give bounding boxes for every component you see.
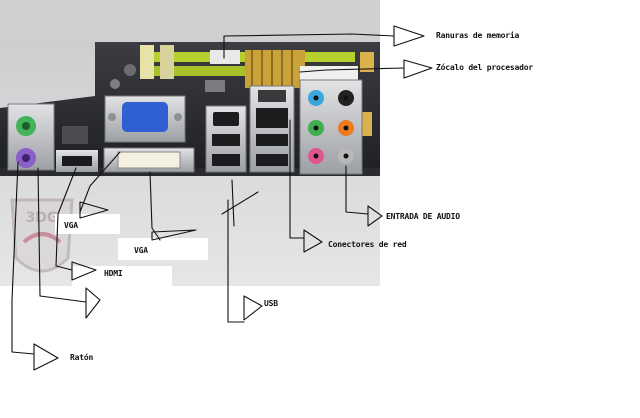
label-mouse: Ratón: [70, 353, 94, 362]
firewire-port: [213, 112, 239, 126]
usb-scribble: [221, 179, 259, 227]
arrowhead-vga-2: [151, 229, 197, 241]
vga-port: [104, 95, 186, 143]
board-components: [62, 52, 374, 144]
dvi-socket: [117, 151, 181, 169]
label-vga-1: VGA: [64, 221, 78, 230]
label-vga-2: VGA: [134, 246, 148, 255]
label-cpu-socket: Zócalo del procesador: [436, 63, 533, 72]
label-hdmi: HDMI: [104, 269, 123, 278]
vga-socket: [122, 102, 168, 132]
usb-port: [212, 134, 240, 146]
usb-port: [212, 154, 240, 166]
cpu-heatsink: [245, 50, 358, 88]
leader-cpu: [299, 67, 405, 73]
leader-ps2-extra: [37, 167, 87, 303]
cover-box: [55, 214, 120, 234]
usb-ports: [205, 105, 247, 173]
hdmi-port: [56, 150, 98, 172]
label-usb: USB: [264, 299, 278, 308]
annotation-strokes: [11, 25, 433, 371]
arrowhead-hdmi: [71, 261, 97, 281]
arrowhead-ps2-extra: [85, 287, 101, 319]
heatsink-body: [245, 50, 305, 88]
arrowhead-network: [303, 229, 323, 253]
memory-slot-latch: [140, 45, 154, 79]
arrowhead-usb: [243, 295, 263, 321]
hdmi-socket: [62, 156, 92, 166]
audio-ports: [299, 79, 363, 175]
board-chip: [210, 50, 240, 64]
cover-box: [72, 266, 172, 286]
usb-port: [256, 154, 288, 166]
arrowhead-vga-1: [79, 201, 109, 219]
label-network: Conectores de red: [328, 240, 407, 249]
cover-box: [118, 238, 208, 260]
leader-hdmi: [55, 167, 77, 271]
leader-usb: [227, 199, 245, 323]
watermark-text: 3DG: [26, 210, 59, 226]
label-memory-slots: Ranuras de memoria: [436, 31, 520, 40]
arrowhead-memory: [393, 25, 425, 47]
lan-port: [256, 108, 288, 128]
leader-memory: [223, 33, 395, 59]
ps2-ports: [7, 103, 55, 171]
leader-audio: [345, 165, 369, 215]
leader-mouse: [11, 161, 35, 355]
network-ports: [249, 85, 295, 173]
label-audio-in: ENTRADA DE AUDIO: [386, 212, 460, 221]
arrowhead-audio: [367, 205, 383, 227]
arrowhead-mouse: [33, 343, 59, 371]
photo-top-strip: [0, 0, 380, 42]
dvi-port: [103, 147, 195, 173]
arrowhead-cpu: [403, 59, 433, 79]
watermark-shield: 3DG: [10, 198, 74, 273]
leader-vga-2: [149, 171, 161, 241]
usb-port: [256, 134, 288, 146]
lan-led: [258, 90, 286, 102]
memory-slot-latch: [160, 45, 174, 79]
leader-network: [289, 119, 305, 239]
